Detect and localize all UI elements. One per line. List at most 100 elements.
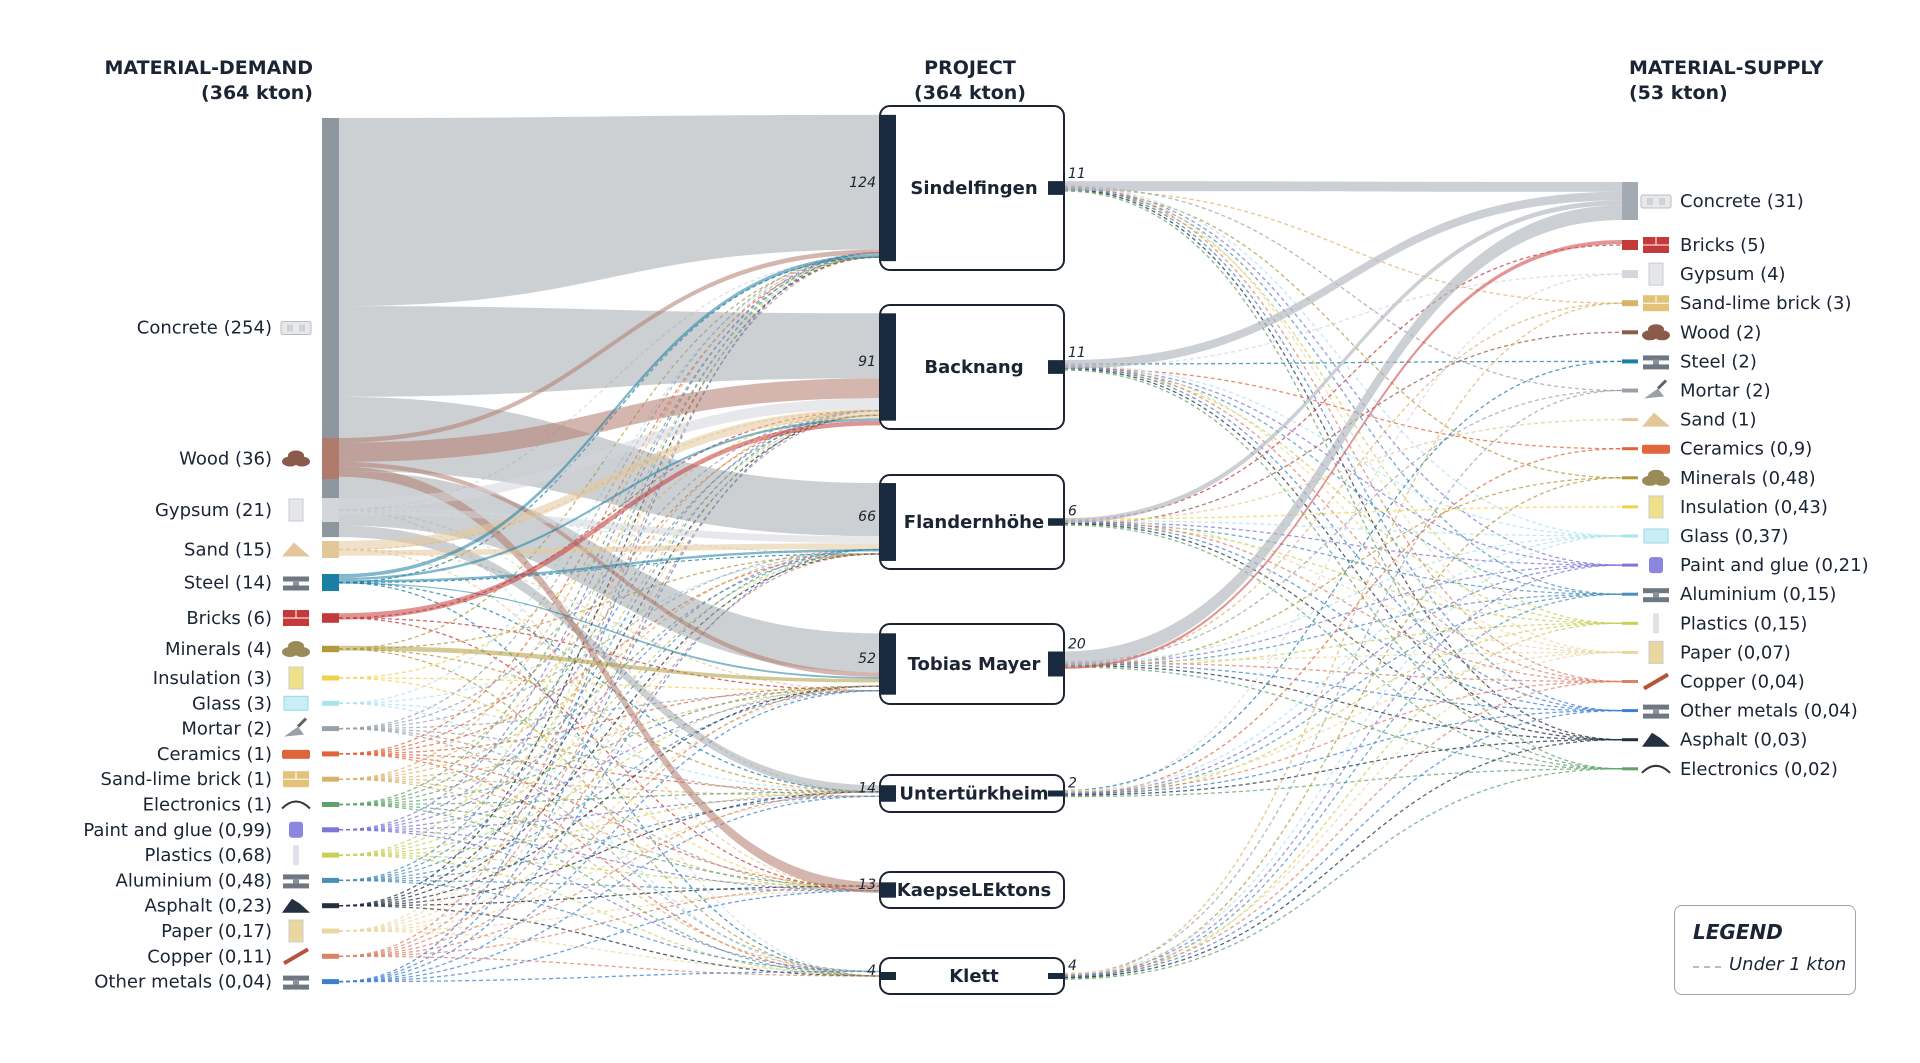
minor-flow-line <box>338 256 881 957</box>
minor-flow-line <box>1063 680 1623 793</box>
minor-flow-line <box>1063 535 1623 976</box>
supply-label-bricks: Bricks (5) <box>1680 235 1766 256</box>
minor-flow-line <box>338 690 881 882</box>
demand-node-paper[interactable] <box>322 928 339 934</box>
demand-node-copper[interactable] <box>322 953 339 959</box>
minor-flow-line <box>1063 389 1623 976</box>
supply-node-sand[interactable] <box>1622 418 1638 422</box>
minor-flow-line <box>338 879 881 973</box>
supply-node-copper[interactable] <box>1622 680 1638 683</box>
project-demand-bar <box>880 972 896 980</box>
supply-label-gypsum: Gypsum (4) <box>1680 264 1786 285</box>
supply-node-concrete[interactable] <box>1622 182 1638 220</box>
minor-flow-line <box>338 256 881 907</box>
supply-node-asphalt[interactable] <box>1622 738 1638 742</box>
demand-node-mortar[interactable] <box>322 726 339 732</box>
glass-icon <box>283 695 309 711</box>
insulation-icon <box>288 666 304 690</box>
demand-node-sand-lime-brick[interactable] <box>322 776 339 782</box>
flow-band <box>339 582 880 679</box>
minor-flow-line <box>338 553 881 806</box>
minor-flow-line <box>338 885 881 907</box>
supply-node-paper[interactable] <box>1622 650 1638 654</box>
project-demand-value: 52 <box>858 651 876 667</box>
project-supply-bar <box>1048 651 1064 677</box>
demand-node-steel[interactable] <box>322 574 339 591</box>
project-name-kaepselektons: KaepseLEktons <box>897 880 1051 901</box>
concrete-block-icon <box>1640 194 1672 209</box>
minor-flow-line <box>1063 367 1623 450</box>
demand-node-minerals[interactable] <box>322 645 339 653</box>
minor-flow-line <box>1063 367 1623 595</box>
minor-flow-line <box>1063 709 1623 977</box>
demand-column: Concrete (254)Wood (36)Gypsum (21)Sand (… <box>83 118 339 993</box>
minor-flow-line <box>338 256 881 511</box>
demand-label-concrete: Concrete (254) <box>137 318 272 339</box>
supply-node-gypsum[interactable] <box>1622 270 1638 279</box>
minor-flow-line <box>1063 389 1623 664</box>
supply-label-insulation: Insulation (0,43) <box>1680 497 1828 518</box>
demand-node-plastics[interactable] <box>322 852 339 858</box>
supply-node-paint-and-glue[interactable] <box>1622 563 1638 567</box>
minor-flow-line <box>338 685 881 856</box>
demand-node-sand[interactable] <box>322 541 339 558</box>
demand-column-title: MATERIAL-DEMAND (364 kton) <box>60 56 313 106</box>
minor-flow-line <box>338 795 881 831</box>
copper-pipe-icon <box>282 947 310 966</box>
project-supply-value: 4 <box>1068 958 1077 974</box>
minor-flow-line <box>338 256 881 806</box>
demand-node-concrete[interactable] <box>322 118 339 538</box>
flow-band <box>339 466 880 893</box>
legend-label: Under 1 kton <box>1729 954 1847 975</box>
demand-node-asphalt[interactable] <box>322 903 339 909</box>
project-supply-value: 11 <box>1068 345 1086 361</box>
supply-node-glass[interactable] <box>1622 534 1638 538</box>
demand-label-insulation: Insulation (3) <box>153 668 272 689</box>
project-supply-value: 11 <box>1068 166 1086 182</box>
supply-node-wood[interactable] <box>1622 330 1638 335</box>
demand-node-other-metals[interactable] <box>322 979 339 985</box>
project-name-tobias-mayer: Tobias Mayer <box>908 654 1041 675</box>
paper-icon <box>1648 640 1664 664</box>
demand-node-aluminium[interactable] <box>322 877 339 883</box>
project-supply-bar <box>1048 518 1064 526</box>
minor-flow-line <box>338 414 881 907</box>
demand-label-copper: Copper (0,11) <box>147 946 272 967</box>
supply-node-bricks[interactable] <box>1622 240 1638 250</box>
minor-flow-line <box>338 890 881 983</box>
demand-node-bricks[interactable] <box>322 613 339 623</box>
supply-node-sand-lime-brick[interactable] <box>1622 300 1638 307</box>
minor-flow-line <box>338 414 881 806</box>
flow-band <box>1064 181 1622 192</box>
supply-node-plastics[interactable] <box>1622 621 1638 625</box>
project-name-klett: Klett <box>949 966 999 987</box>
minor-flow-line <box>338 690 881 932</box>
project-name-untert-rkheim: Untertürkheim <box>899 784 1048 805</box>
demand-node-wood[interactable] <box>322 438 339 479</box>
supply-node-steel[interactable] <box>1622 359 1638 364</box>
demand-label-wood: Wood (36) <box>179 449 272 470</box>
supply-node-insulation[interactable] <box>1622 505 1638 509</box>
minor-flow-line <box>338 677 881 892</box>
demand-node-electronics[interactable] <box>322 802 339 807</box>
minor-flow-line <box>1063 187 1623 712</box>
minor-flow-line <box>338 854 881 887</box>
flow-band <box>1064 191 1622 369</box>
minor-flow-line <box>338 727 881 797</box>
demand-node-ceramics[interactable] <box>322 751 339 757</box>
supply-node-aluminium[interactable] <box>1622 592 1638 596</box>
demand-node-glass[interactable] <box>322 700 339 706</box>
supply-node-mortar[interactable] <box>1622 388 1638 393</box>
supply-node-other-metals[interactable] <box>1622 709 1638 713</box>
legend-dashed-line-swatch <box>1693 966 1721 968</box>
minor-flow-line <box>338 795 881 932</box>
minor-flow-line <box>338 778 881 973</box>
supply-node-minerals[interactable] <box>1622 476 1638 480</box>
supply-node-ceramics[interactable] <box>1622 447 1638 451</box>
demand-node-gypsum[interactable] <box>322 498 339 522</box>
project-supply-value: 6 <box>1068 503 1077 519</box>
supply-node-electronics[interactable] <box>1622 767 1638 771</box>
demand-node-insulation[interactable] <box>322 675 339 681</box>
demand-node-paint-and-glue[interactable] <box>322 827 339 833</box>
minor-flow-line <box>338 410 881 983</box>
